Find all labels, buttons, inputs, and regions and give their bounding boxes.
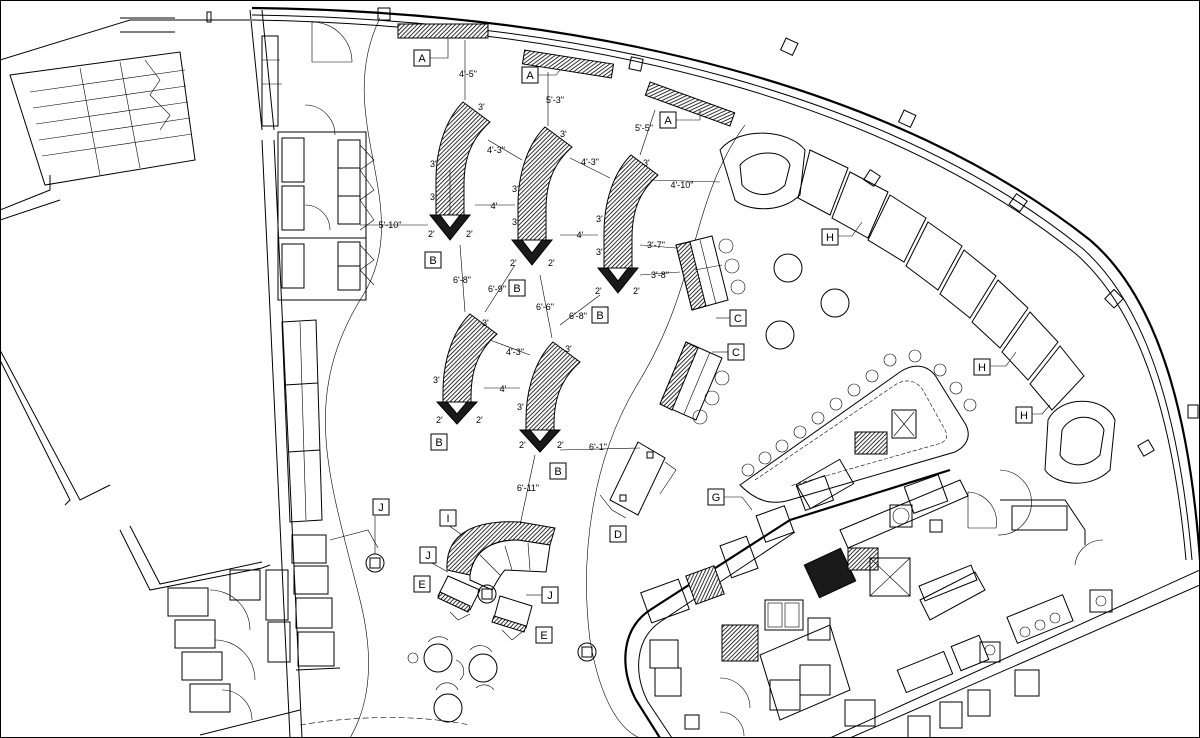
tag-g: G	[712, 492, 721, 504]
tag-b-4: B	[435, 437, 442, 449]
restroom-block	[277, 131, 375, 301]
dim-3-c1: 3'	[643, 158, 650, 168]
dimension-lines	[360, 40, 721, 526]
interior-wall	[249, 9, 353, 738]
tag-e-1: E	[418, 579, 425, 591]
tag-c-1: C	[734, 313, 742, 325]
dim-3-d1: 3'	[482, 318, 489, 328]
tag-b-2: B	[513, 283, 520, 295]
dim-3-b1: 3'	[560, 129, 567, 139]
tag-j-2: J	[425, 550, 431, 562]
dim-2-b1: 2'	[510, 258, 517, 268]
dim-4-3-a: 4'-3"	[487, 145, 505, 155]
stairs	[9, 51, 196, 186]
tag-j-1: J	[378, 502, 384, 514]
tag-b-5: B	[554, 466, 561, 478]
dim-2-a2: 2'	[466, 229, 473, 239]
lower-left-booths	[119, 525, 301, 736]
curved-seat-unit-5	[518, 341, 581, 453]
dim-3-a2: 3'	[430, 159, 437, 169]
dim-2-b2: 2'	[548, 258, 555, 268]
dim-6-9: 6'-9"	[488, 284, 506, 294]
dim-5-3: 5'-3"	[546, 95, 564, 105]
tag-b-3: B	[596, 310, 603, 322]
dim-6-8-a: 6'-8"	[453, 275, 471, 285]
dim-4-c: 4'	[500, 384, 507, 394]
dim-3-a3: 3'	[430, 192, 437, 202]
round-tables-upper	[765, 253, 850, 350]
tag-i: I	[446, 513, 449, 525]
bar-counter-g	[739, 349, 977, 510]
dim-3-7: 3'-7"	[647, 240, 665, 250]
waste-bins-j	[329, 529, 597, 662]
round-tables-lower	[407, 636, 498, 723]
exterior-columns	[779, 37, 1199, 419]
dim-6-11: 6'-11"	[517, 483, 539, 493]
bench-a-1	[397, 23, 489, 39]
tag-a-2: A	[526, 70, 534, 82]
dim-4-5: 4'-5"	[459, 69, 477, 79]
floor-pattern-line	[325, 17, 382, 738]
curved-seat-unit-4	[435, 313, 498, 425]
curved-seat-unit-1	[428, 101, 491, 241]
dim-2-d2: 2'	[476, 415, 483, 425]
dim-3-c3: 3'	[596, 247, 603, 257]
tag-e-2: E	[540, 630, 547, 642]
dim-3-a1: 3'	[478, 102, 485, 112]
dim-5-10: 5'-10"	[379, 220, 402, 230]
floor-pattern-line-2	[586, 124, 746, 738]
dim-6-8-b: 6'-8"	[569, 311, 587, 321]
dim-2-c1: 2'	[595, 286, 602, 296]
dim-4-a: 4'	[491, 201, 498, 211]
curved-storefront	[251, 6, 1200, 561]
bench-a-3	[644, 81, 736, 127]
dim-5-5: 5'-5"	[635, 123, 653, 133]
dim-4-10: 4'-10"	[671, 180, 694, 190]
table-e-2	[491, 595, 533, 641]
dim-6-1: 6'-1"	[589, 442, 607, 452]
dim-2-a1: 2'	[428, 229, 435, 239]
tag-b-1: B	[429, 255, 436, 267]
tag-h-2: H	[978, 362, 986, 374]
callout-tags: A A A B B B B B C C D E E G H	[372, 38, 1051, 644]
tag-j-3: J	[547, 590, 553, 602]
tag-a-3: A	[664, 115, 672, 127]
tag-c-2: C	[732, 347, 740, 359]
storefront-booths	[719, 132, 1116, 484]
bench-c-1	[675, 235, 746, 311]
left-building-outline	[0, 11, 250, 506]
bench-c-2	[659, 341, 730, 425]
dim-4-3-c: 4'-3"	[506, 347, 524, 357]
bench-a-2	[521, 49, 615, 79]
dim-2-c2: 2'	[633, 286, 640, 296]
curved-bench-i	[446, 521, 556, 591]
dim-3-b3: 3'	[512, 217, 519, 227]
dim-2-d1: 2'	[436, 415, 443, 425]
dim-3-d2: 3'	[433, 375, 440, 385]
left-wall-cabinets	[281, 319, 341, 671]
tag-d: D	[614, 529, 622, 541]
dim-2-e1: 2'	[519, 440, 526, 450]
dim-3-b2: 3'	[512, 184, 519, 194]
tag-a-1: A	[418, 53, 426, 65]
dimension-labels: 4'-5" 5'-3" 5'-5" 4'-3" 4'-3" 4'-10" 3' …	[379, 69, 694, 493]
dim-4-b: 4'	[577, 230, 584, 240]
tag-h-1: H	[826, 232, 834, 244]
table-d	[599, 441, 677, 519]
dim-2-e2: 2'	[557, 440, 564, 450]
dim-3-8: 3'-8"	[651, 270, 669, 280]
dim-3-c2: 3'	[596, 214, 603, 224]
dim-4-3-b: 4'-3"	[581, 157, 599, 167]
dim-3-e1: 3'	[565, 344, 572, 354]
curved-seat-unit-2	[510, 126, 573, 266]
dim-3-e2: 3'	[517, 402, 524, 412]
kitchen-equipment	[624, 468, 1200, 738]
tag-h-3: H	[1020, 410, 1028, 422]
dim-6-6: 6'-6"	[536, 302, 554, 312]
table-e-1	[437, 575, 481, 621]
curved-seat-unit-3	[596, 154, 659, 294]
